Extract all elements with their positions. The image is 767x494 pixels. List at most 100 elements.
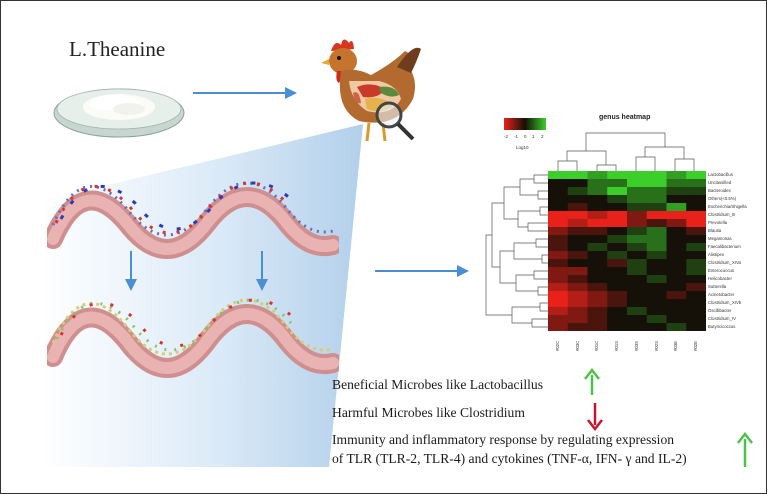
heatmap-row-label: Lactobacillus bbox=[708, 172, 733, 177]
heatmap-column-label: #03C bbox=[574, 340, 580, 351]
heatmap-cell bbox=[548, 219, 569, 228]
heatmap-cell bbox=[686, 267, 706, 276]
effect-immunity-line1: Immunity and inflammatory response by re… bbox=[332, 432, 675, 447]
heatmap-cell bbox=[567, 291, 588, 300]
intestine-before bbox=[47, 181, 339, 259]
heatmap-cell bbox=[646, 259, 667, 268]
heatmap-cell bbox=[548, 227, 569, 236]
increase-arrow-icon bbox=[584, 367, 600, 395]
heatmap-cell bbox=[627, 195, 648, 204]
heatmap-cell bbox=[686, 235, 706, 244]
heatmap-cell bbox=[587, 299, 608, 308]
scale-tick: 2 bbox=[541, 134, 544, 139]
heatmap-cell bbox=[607, 307, 628, 316]
heatmap-row-label: Acinetobacter bbox=[708, 292, 735, 297]
heatmap-row-label: Oscillibacter bbox=[708, 308, 732, 313]
heatmap-cell bbox=[548, 299, 569, 308]
heatmap-cell bbox=[587, 219, 608, 228]
heatmap-row-label: Helicobacter bbox=[708, 276, 732, 281]
heatmap-cell bbox=[587, 171, 608, 180]
heatmap-cell bbox=[666, 291, 687, 300]
heatmap-cell bbox=[607, 227, 628, 236]
heatmap-cell bbox=[646, 291, 667, 300]
heatmap-cell bbox=[627, 243, 648, 252]
heatmap-cell bbox=[666, 243, 687, 252]
heatmap-grid bbox=[548, 171, 706, 331]
chicken-anatomy-illustration bbox=[321, 39, 421, 142]
heatmap-cell bbox=[567, 299, 588, 308]
heatmap-cell bbox=[666, 187, 687, 196]
heatmap-cell bbox=[587, 211, 608, 220]
heatmap-cell bbox=[567, 251, 588, 260]
heatmap-cell bbox=[548, 187, 569, 196]
heatmap-row-label: Clostridium_IV bbox=[708, 316, 736, 321]
heatmap-cell bbox=[567, 171, 588, 180]
heatmap-cell bbox=[548, 267, 569, 276]
scale-tick: -2 bbox=[504, 134, 509, 139]
heatmap-column-label: #01S bbox=[614, 340, 620, 351]
heatmap-cell bbox=[627, 235, 648, 244]
heatmap-row-label: Sutterella bbox=[708, 284, 727, 289]
heatmap-cell bbox=[567, 275, 588, 284]
heatmap-cell bbox=[666, 259, 687, 268]
heatmap-cell bbox=[627, 171, 648, 180]
heatmap-cell bbox=[646, 235, 667, 244]
heatmap-cell bbox=[587, 243, 608, 252]
heatmap-cell bbox=[587, 187, 608, 196]
heatmap-cell bbox=[646, 251, 667, 260]
heatmap-cell bbox=[548, 307, 569, 316]
heatmap-cell bbox=[666, 275, 687, 284]
arrows-down-pair bbox=[125, 251, 268, 291]
heatmap-cell bbox=[567, 187, 588, 196]
heatmap-cell bbox=[686, 291, 706, 300]
heatmap-cell bbox=[666, 323, 687, 331]
heatmap-row-label: Unclassified bbox=[708, 180, 732, 185]
heatmap-cell bbox=[627, 307, 648, 316]
heatmap-cell bbox=[646, 171, 667, 180]
heatmap-title: genus heatmap bbox=[599, 114, 651, 121]
heatmap-cell bbox=[666, 235, 687, 244]
heatmap-column-label: #02E bbox=[693, 340, 699, 351]
heatmap-cell bbox=[607, 179, 628, 188]
heatmap-cell bbox=[548, 283, 569, 292]
heatmap-cell bbox=[686, 307, 706, 316]
heatmap-cell bbox=[627, 227, 648, 236]
heatmap-cell bbox=[646, 315, 667, 324]
heatmap-cell bbox=[607, 235, 628, 244]
heatmap-cell bbox=[627, 187, 648, 196]
heatmap-cell bbox=[587, 235, 608, 244]
heatmap-cell bbox=[646, 275, 667, 284]
effect-beneficial-microbes: Beneficial Microbes like Lactobacillus bbox=[332, 377, 544, 392]
heatmap-cell bbox=[587, 307, 608, 316]
heatmap-row-label: Butyricicoccus bbox=[708, 324, 736, 329]
compound-title: L.Theanine bbox=[69, 37, 166, 61]
heatmap-cell bbox=[646, 307, 667, 316]
heatmap-cell bbox=[607, 219, 628, 228]
heatmap-cell bbox=[607, 323, 628, 331]
heatmap-cell bbox=[646, 283, 667, 292]
heatmap-cell bbox=[666, 179, 687, 188]
heatmap-cell bbox=[587, 227, 608, 236]
heatmap-cell bbox=[666, 315, 687, 324]
heatmap-cell bbox=[567, 219, 588, 228]
heatmap-row-label: Clostridium_XIVb bbox=[708, 300, 742, 305]
heatmap-cell bbox=[567, 211, 588, 220]
heatmap-cell bbox=[548, 243, 569, 252]
effect-immunity-line2: of TLR (TLR-2, TLR-4) and cytokines (TNF… bbox=[332, 451, 687, 466]
heatmap-cell bbox=[627, 299, 648, 308]
heatmap-cell bbox=[666, 307, 687, 316]
heatmap-cell bbox=[646, 219, 667, 228]
heatmap-row-label: Clostridium_XIVa bbox=[708, 260, 741, 265]
heatmap-cell bbox=[607, 299, 628, 308]
heatmap-cell bbox=[627, 203, 648, 212]
heatmap-cell bbox=[646, 203, 667, 212]
heatmap-cell bbox=[686, 251, 706, 260]
heatmap-cell bbox=[686, 243, 706, 252]
heatmap-cell bbox=[607, 171, 628, 180]
heatmap-cell bbox=[607, 211, 628, 220]
heatmap-cell bbox=[627, 267, 648, 276]
heatmap-cell bbox=[686, 275, 706, 284]
heatmap-cell bbox=[686, 179, 706, 188]
heatmap-cell bbox=[548, 203, 569, 212]
effect-harmful-microbes: Harmful Microbes like Clostridium bbox=[332, 405, 525, 420]
